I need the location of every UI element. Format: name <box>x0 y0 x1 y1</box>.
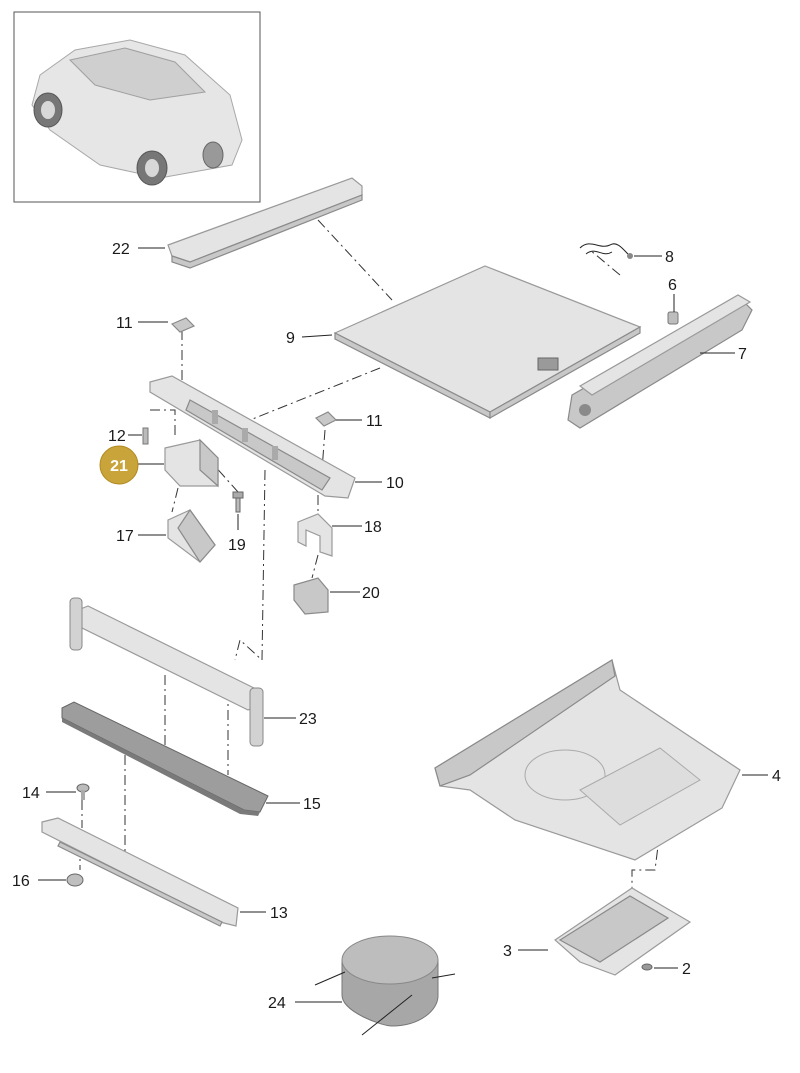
part-12-pin <box>142 427 149 445</box>
part-15-strip <box>61 701 269 816</box>
callout-11-top[interactable]: 11 <box>116 315 133 332</box>
part-7-sill-trim <box>567 294 753 429</box>
callout-11-right[interactable]: 11 <box>366 413 383 430</box>
alignment-lines <box>79 219 661 888</box>
callout-17[interactable]: 17 <box>116 528 134 545</box>
callout-14[interactable]: 14 <box>22 785 40 802</box>
callout-9[interactable]: 9 <box>286 330 295 347</box>
callout-19[interactable]: 19 <box>228 537 246 554</box>
part-17-wedge <box>167 508 216 563</box>
callout-21[interactable]: 21 <box>110 458 128 475</box>
part-24-kit <box>314 935 456 1036</box>
part-2-grommet <box>641 963 653 971</box>
callout-23[interactable]: 23 <box>299 711 317 728</box>
callout-6[interactable]: 6 <box>668 277 677 294</box>
callout-13[interactable]: 13 <box>270 905 288 922</box>
highlight-badge <box>99 445 139 485</box>
part-19-bolt <box>232 491 244 513</box>
part-3-plate <box>554 887 692 976</box>
callout-24[interactable]: 24 <box>268 995 286 1012</box>
part-9-floor-panel <box>333 265 642 420</box>
callout-12[interactable]: 12 <box>108 428 126 445</box>
part-22-trim-rail <box>167 177 363 269</box>
part-8-cable <box>579 243 633 259</box>
callout-8[interactable]: 8 <box>665 249 674 266</box>
part-4-floor-pan <box>434 659 741 861</box>
vehicle-thumbnail <box>13 11 261 203</box>
part-20-mount <box>293 577 329 615</box>
callout-18[interactable]: 18 <box>364 519 382 536</box>
callout-20[interactable]: 20 <box>362 585 380 602</box>
part-23-support-bar <box>69 597 264 747</box>
callout-10[interactable]: 10 <box>386 475 404 492</box>
part-6-plug <box>667 311 679 325</box>
part-10-cross-member <box>149 375 356 499</box>
callout-4[interactable]: 4 <box>772 768 781 785</box>
part-13-lower-rail <box>41 817 239 927</box>
part-11-clip-right <box>314 411 338 427</box>
part-21-bracket <box>164 438 219 488</box>
callout-22[interactable]: 22 <box>112 241 130 258</box>
callout-16[interactable]: 16 <box>12 873 30 890</box>
callout-15[interactable]: 15 <box>303 796 321 813</box>
callout-labels: 22 8 6 11 9 7 11 12 21 10 18 17 19 20 23… <box>12 241 781 1012</box>
callout-3[interactable]: 3 <box>503 943 512 960</box>
part-16-nut <box>66 873 84 887</box>
leader-lines <box>38 247 768 1003</box>
callout-7[interactable]: 7 <box>738 346 747 363</box>
part-18-bracket <box>297 513 333 557</box>
part-14-screw <box>76 783 90 800</box>
callout-2[interactable]: 2 <box>682 961 691 978</box>
part-11-clip-top <box>170 317 196 333</box>
